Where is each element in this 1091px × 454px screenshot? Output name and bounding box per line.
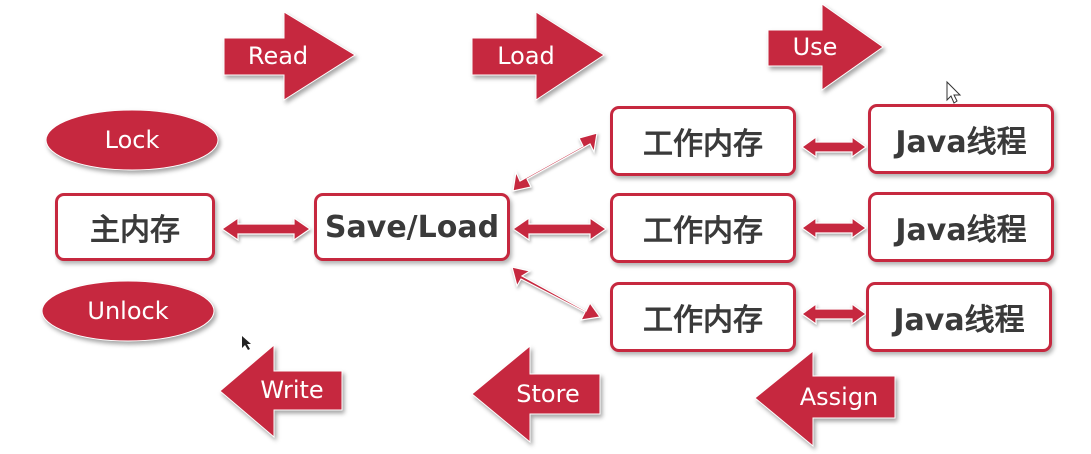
mouse-pointer-icon xyxy=(946,80,962,104)
write-label: Write xyxy=(260,376,323,404)
save-load-box: Save/Load xyxy=(314,193,510,261)
small-pointer-icon xyxy=(242,336,251,350)
lock-label: Lock xyxy=(105,126,160,154)
use-label: Use xyxy=(793,33,838,61)
work-memory-box-1: 工作内存 xyxy=(610,106,796,176)
unlock-oval: Unlock xyxy=(41,280,215,342)
main-saveload-connector xyxy=(220,216,312,242)
store-label: Store xyxy=(516,380,579,408)
main-memory-label: 主内存 xyxy=(90,213,180,248)
work-memory-label: 工作内存 xyxy=(643,214,763,249)
load-label: Load xyxy=(497,42,555,70)
lock-oval: Lock xyxy=(45,109,219,171)
work-memory-box-2: 工作内存 xyxy=(610,193,796,263)
main-memory-box: 主内存 xyxy=(55,193,215,261)
work-memory-label: 工作内存 xyxy=(643,127,763,162)
java-thread-box-1: Java线程 xyxy=(868,104,1054,174)
saveload-work2-connector xyxy=(511,216,608,242)
read-label: Read xyxy=(248,42,308,70)
java-thread-label: Java线程 xyxy=(895,125,1027,160)
work2-thread2-connector xyxy=(800,216,868,240)
java-thread-box-2: Java线程 xyxy=(868,192,1054,262)
java-thread-label: Java线程 xyxy=(893,303,1025,338)
work1-thread1-connector xyxy=(800,135,868,159)
save-load-label: Save/Load xyxy=(324,209,500,245)
work-memory-box-3: 工作内存 xyxy=(610,282,796,352)
saveload-work3-connector xyxy=(511,266,602,321)
java-thread-box-3: Java线程 xyxy=(866,282,1052,352)
work-memory-label: 工作内存 xyxy=(643,303,763,338)
use-arrow: Use xyxy=(767,3,884,91)
store-arrow: Store xyxy=(471,344,601,444)
assign-label: Assign xyxy=(800,383,879,411)
read-arrow: Read xyxy=(223,11,356,101)
assign-arrow: Assign xyxy=(754,349,896,448)
java-thread-label: Java线程 xyxy=(895,213,1027,248)
saveload-work1-connector xyxy=(512,132,598,192)
unlock-label: Unlock xyxy=(87,297,168,325)
load-arrow: Load xyxy=(471,11,605,101)
write-arrow: Write xyxy=(219,343,343,439)
